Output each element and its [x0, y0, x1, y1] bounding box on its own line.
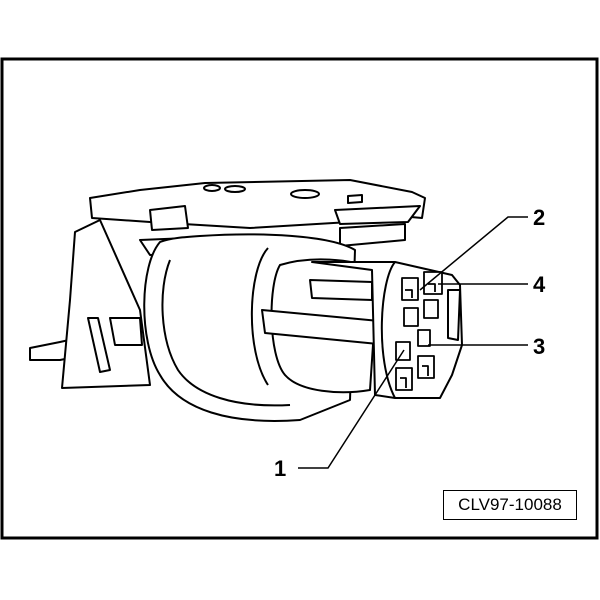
leader-1: [298, 349, 405, 469]
callout-leaders: [298, 216, 528, 469]
terminal-cavities: [395, 271, 443, 391]
figure-reference-code: CLV97-10088: [443, 490, 577, 520]
callout-2: 2: [533, 205, 546, 230]
callout-3: 3: [533, 334, 546, 359]
leader-2: [419, 216, 528, 291]
callout-1: 1: [274, 456, 287, 481]
callout-4: 4: [533, 272, 546, 297]
figure-border: [0, 57, 599, 540]
connector-housing-drawing: [29, 179, 463, 422]
